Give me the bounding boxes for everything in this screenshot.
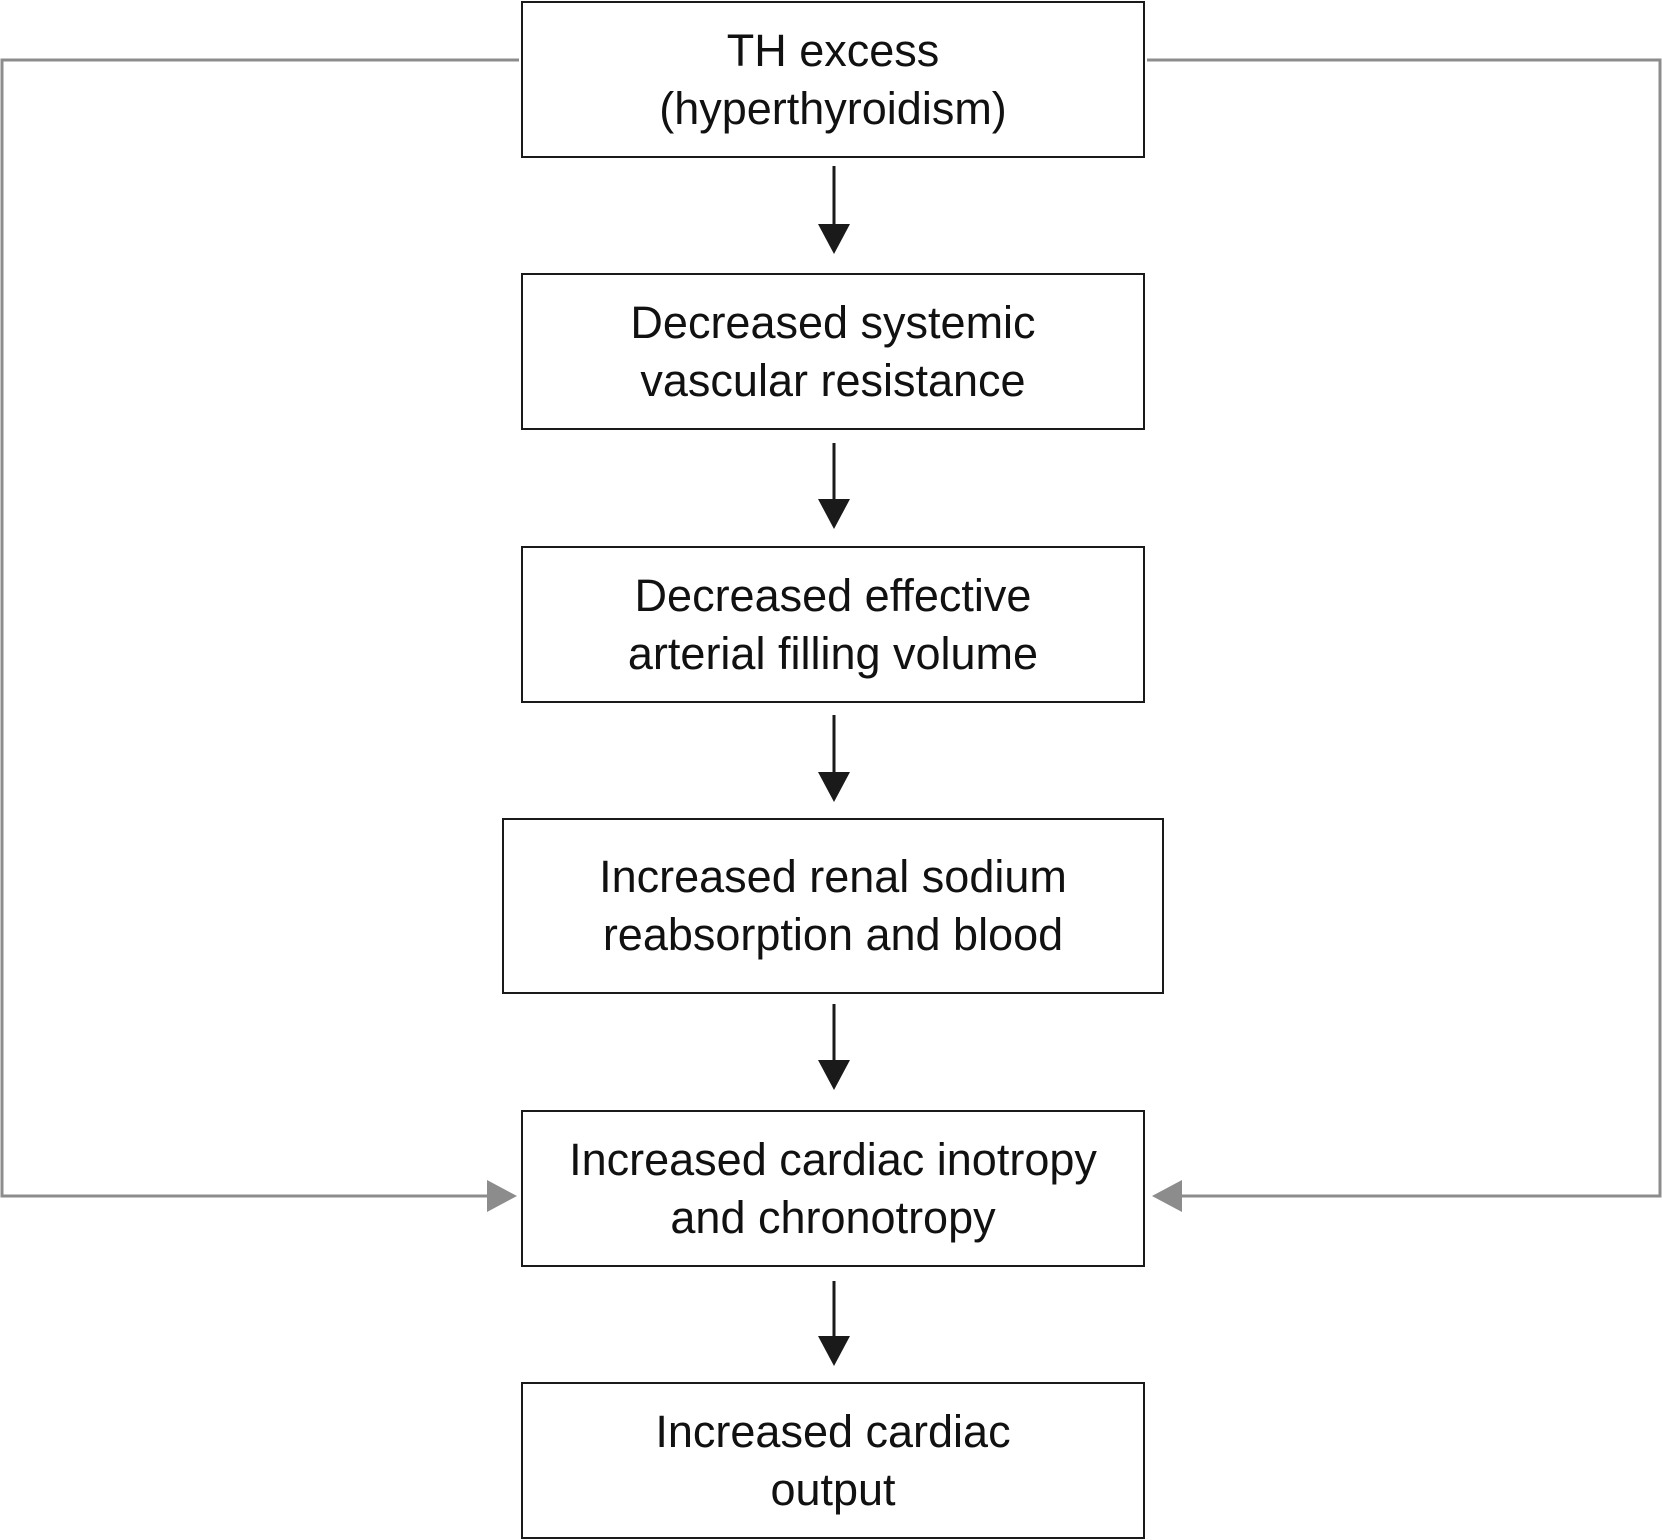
node-increased-cardiac-inotropy: Increased cardiac inotropy and chronotro… [521,1110,1145,1267]
node-output-line-2: output [770,1463,896,1515]
node-th-excess-line-2: (hyperthyroidism) [659,82,1007,134]
node-renal-line-2: reabsorption and blood [602,909,1064,960]
node-renal-line-1: Increased renal sodium [599,851,1067,902]
node-th-excess: TH excess (hyperthyroidism) [521,1,1145,158]
node-th-excess-line-1: TH excess [726,24,940,76]
node-increased-cardiac-output: Increased cardiac output [521,1382,1145,1539]
arrow-svr-to-eafv [818,443,850,529]
arrow-th-to-svr [818,166,850,254]
node-eafv-line-2: arterial filling volume [627,627,1039,679]
arrow-inotropy-to-output [818,1281,850,1366]
arrow-renal-to-inotropy [818,1004,850,1090]
node-svr-line-1: Decreased systemic [630,296,1036,348]
node-inotropy-line-1: Increased cardiac inotropy [569,1133,1097,1185]
node-output-line-1: Increased cardiac [655,1405,1011,1457]
node-eafv-line-1: Decreased effective [634,569,1032,621]
node-inotropy-line-2: and chronotropy [670,1191,996,1243]
node-decreased-systemic-vascular-resistance: Decreased systemic vascular resistance [521,273,1145,430]
arrow-eafv-to-renal [818,715,850,802]
node-svr-line-2: vascular resistance [640,354,1026,406]
node-decreased-effective-arterial-filling-volume: Decreased effective arterial filling vol… [521,546,1145,703]
feedback-arrow-right [1147,58,1662,1212]
feedback-arrow-left [0,58,519,1212]
node-increased-renal-sodium-reabsorption: Increased renal sodium reabsorption and … [502,818,1164,994]
